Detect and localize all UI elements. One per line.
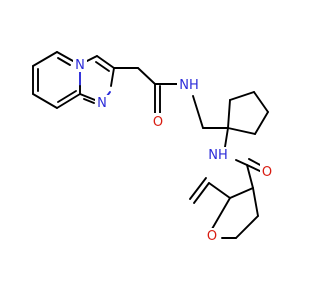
svg-text:O: O — [262, 165, 272, 180]
bond — [229, 187, 254, 199]
atom-n-amide-upper: NH — [177, 77, 203, 93]
bond — [227, 127, 256, 135]
atom-o-ring: O — [204, 228, 220, 244]
bond — [83, 98, 95, 104]
svg-text:O: O — [207, 229, 217, 244]
bond — [246, 164, 254, 189]
atom-o-amide-upper: O — [151, 113, 165, 130]
molecule-structure: N N NH O NH O O — [32, 51, 274, 244]
bond — [189, 177, 207, 200]
atom-n-imidazole-bridge: N — [73, 57, 87, 73]
bond — [208, 182, 231, 199]
bond — [57, 57, 71, 66]
svg-text:NH: NH — [179, 78, 199, 93]
bond — [224, 127, 229, 148]
bond — [211, 197, 231, 230]
bond — [252, 187, 259, 217]
bond — [56, 93, 81, 109]
svg-text:O: O — [153, 115, 163, 130]
bond — [95, 61, 110, 72]
atom-n-imidazole: N — [95, 95, 109, 111]
bond — [254, 111, 269, 135]
bond — [96, 55, 115, 69]
svg-text:NH: NH — [208, 148, 228, 163]
atom-o-amide-lower: O — [260, 163, 274, 180]
bond — [248, 158, 263, 167]
structure-canvas: N N NH O NH O O — [32, 51, 274, 244]
bond — [79, 93, 96, 101]
bond — [235, 215, 259, 239]
bond — [110, 67, 115, 87]
bond — [227, 99, 231, 129]
bond — [137, 67, 156, 85]
bond — [56, 51, 74, 62]
bond — [86, 55, 98, 62]
bond — [193, 182, 210, 204]
svg-text:N: N — [97, 96, 107, 111]
bond — [229, 91, 255, 101]
bond — [32, 93, 58, 109]
bond — [253, 91, 269, 113]
bond — [246, 164, 263, 173]
bond — [192, 95, 204, 129]
atom-n-amide-lower: NH — [204, 147, 232, 163]
bond — [235, 159, 248, 166]
bond — [32, 51, 58, 67]
bond — [57, 90, 77, 103]
svg-text:N: N — [75, 58, 85, 73]
